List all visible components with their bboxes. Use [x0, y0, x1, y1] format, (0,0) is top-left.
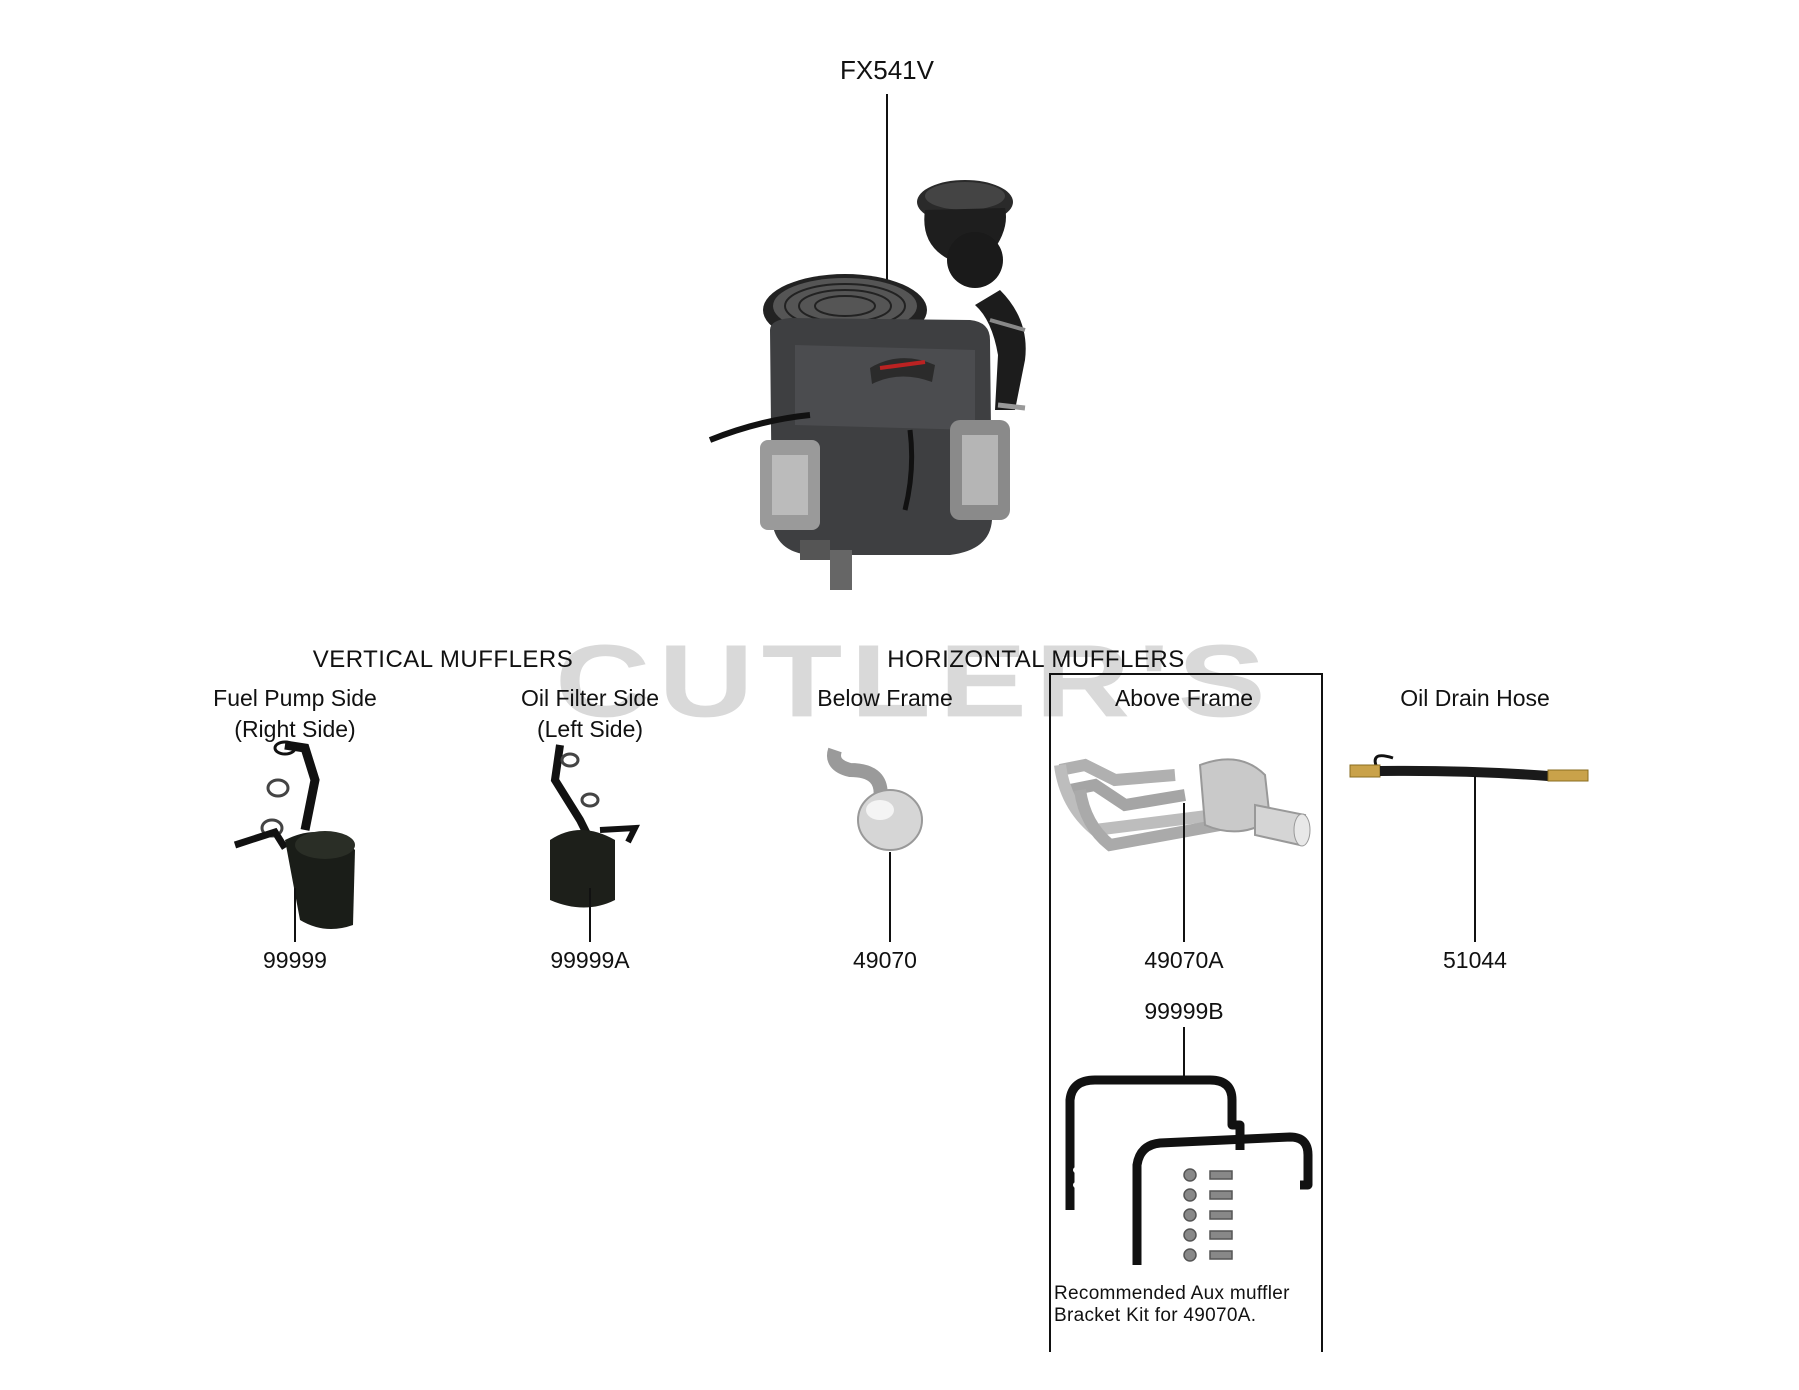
part-label-fuel-pump-side: Fuel Pump Side — [213, 685, 377, 711]
bracket-kit-note-line2: Bracket Kit for 49070A. — [1054, 1305, 1257, 1326]
part-number-99999: 99999 — [263, 947, 327, 973]
part-label-above-frame: Above Frame — [1114, 685, 1254, 711]
vertical-mufflers-heading: VERTICAL MUFFLERS — [312, 646, 574, 673]
leader-99999b — [1183, 1027, 1185, 1083]
part-label-oil-filter-side: Oil Filter Side — [520, 685, 660, 711]
engine-model-label: FX541V — [840, 55, 934, 85]
horizontal-mufflers-heading: HORIZONTAL MUFFLERS — [887, 646, 1185, 673]
leader-51044 — [1474, 776, 1476, 942]
leader-49070 — [889, 852, 891, 942]
muffler-image — [233, 740, 355, 929]
leader-49070a — [1183, 803, 1185, 942]
leader-99999a — [589, 888, 591, 942]
bracket-kit-note-line1: Recommended Aux muffler — [1054, 1283, 1290, 1304]
part-number-49070: 49070 — [853, 947, 917, 973]
part-sublabel-fuel-pump-side: (Right Side) — [234, 716, 356, 742]
muffler-image — [550, 744, 640, 908]
above-frame-box — [1049, 673, 1323, 1352]
part-number-99999a: 99999A — [550, 947, 630, 973]
engine-image — [708, 180, 1026, 590]
watermark: CUTLER'S — [555, 623, 1274, 739]
part-label-below-frame: Below Frame — [817, 685, 953, 711]
engine-leader-line — [886, 94, 888, 306]
hose-image — [1349, 754, 1589, 782]
part-number-49070a: 49070A — [1144, 947, 1224, 973]
muffler-image — [1054, 758, 1311, 852]
part-number-51044: 51044 — [1443, 947, 1507, 973]
leader-99999 — [294, 888, 296, 942]
muffler-image — [827, 747, 923, 851]
bracket-image — [1065, 1075, 1313, 1265]
part-number-99999b: 99999B — [1144, 998, 1224, 1024]
part-sublabel-oil-filter-side: (Left Side) — [536, 716, 644, 742]
part-label-oil-drain-hose: Oil Drain Hose — [1400, 685, 1550, 711]
